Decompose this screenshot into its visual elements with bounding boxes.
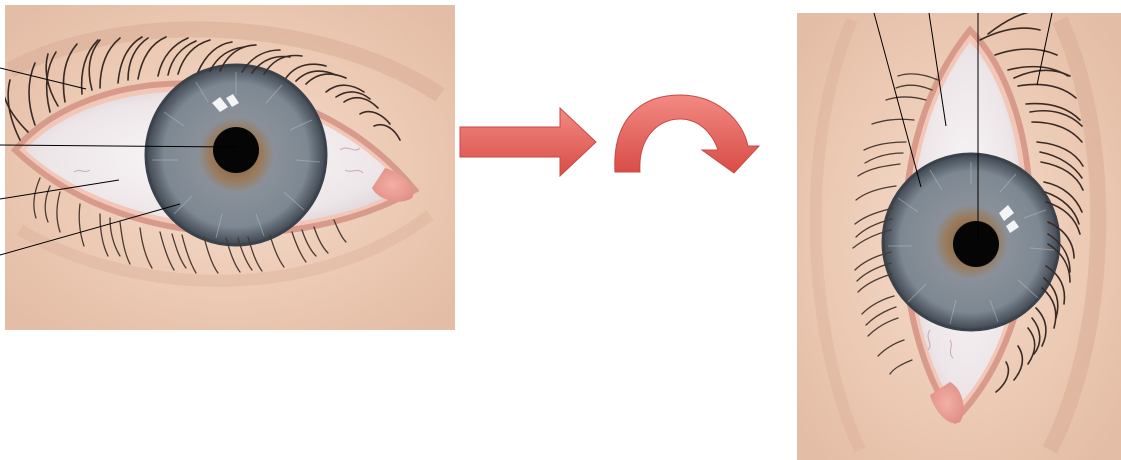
eye-illustration-horizontal xyxy=(2,5,455,330)
pupil xyxy=(213,127,259,173)
eye-illustration-vertical xyxy=(797,10,1121,460)
right-arrow xyxy=(460,108,596,176)
rotate-clockwise-arrow xyxy=(615,95,759,173)
pupil xyxy=(953,221,999,267)
